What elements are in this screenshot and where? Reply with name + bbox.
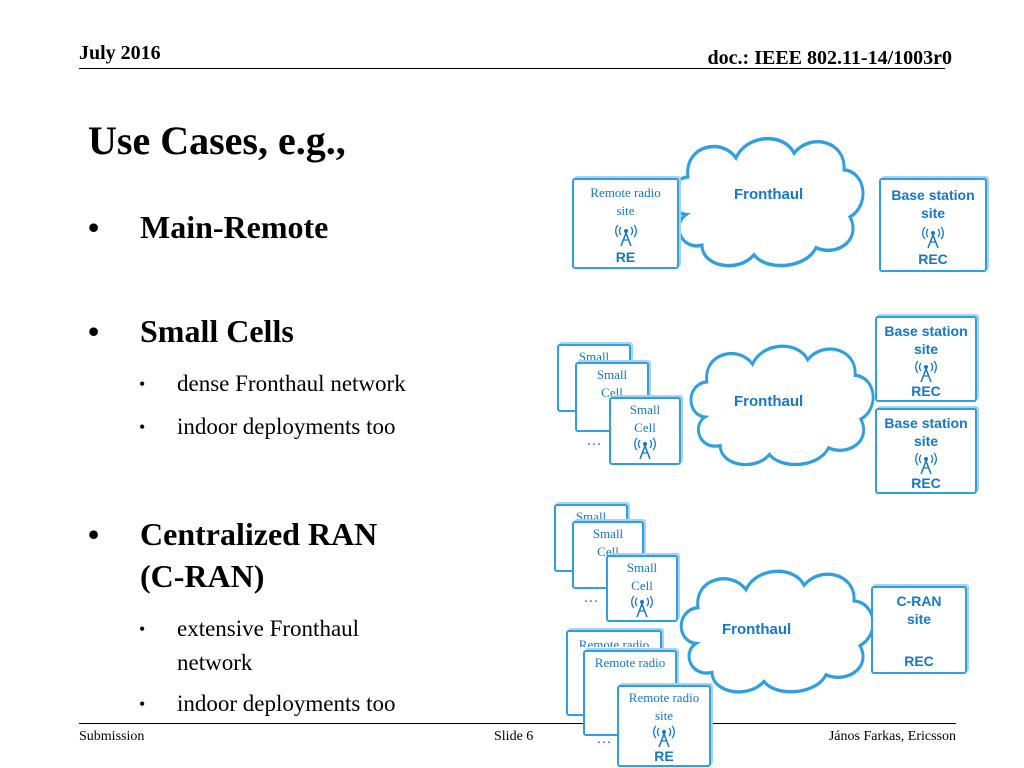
fronthaul-label: Fronthaul xyxy=(734,393,804,410)
base-station-site: Base station site REC xyxy=(875,316,977,402)
sub-bullet-indoor-2: •indoor deployments too xyxy=(139,691,396,716)
label: site xyxy=(913,433,939,449)
sub-bullet-text-a: dense F xyxy=(177,371,248,396)
header-rule xyxy=(79,68,945,69)
label: site xyxy=(906,611,932,627)
antenna-icon xyxy=(915,360,937,382)
label: C-RAN xyxy=(896,593,942,609)
base-station-site: Base station site REC xyxy=(879,178,987,272)
label: site xyxy=(913,341,939,357)
sub-bullet-indoor-1: •indoor deployments too xyxy=(139,414,396,439)
antenna-icon xyxy=(922,226,944,248)
ellipsis: … xyxy=(596,730,612,747)
base-station-site: Base station site REC xyxy=(875,408,977,494)
bullet-cran-line1: Centralized RAN xyxy=(140,516,378,552)
label: Remote radio xyxy=(628,690,700,705)
label: site xyxy=(920,205,946,221)
sub-bullet-text-cont: network xyxy=(177,650,253,675)
sub-bullet-text: indoor deployments too xyxy=(177,691,396,716)
antenna-icon xyxy=(653,725,675,747)
sub-bullet-text-b: ronthaul network xyxy=(247,371,406,396)
label: Remote radio xyxy=(590,185,661,200)
label: Small xyxy=(575,509,607,524)
footer-rule xyxy=(79,723,956,724)
fronthaul-label: Fronthaul xyxy=(722,621,792,638)
label: Small xyxy=(626,560,658,575)
label: site xyxy=(654,708,674,723)
label: Small xyxy=(578,349,610,364)
remote-radio-site-front: Remote radio site RE xyxy=(617,685,711,767)
label: Base station xyxy=(884,415,968,431)
bullet-small-cells-text: Small Cells xyxy=(140,313,294,349)
sub-bullet-text: extensive Fronthaul xyxy=(177,616,360,641)
label: Small xyxy=(596,367,628,382)
label: Base station xyxy=(884,323,968,339)
label: Remote radio xyxy=(578,637,650,647)
bullet-main-remote: •Main-Remote xyxy=(88,209,329,245)
label: Cell xyxy=(631,578,653,593)
footer-submission: Submission xyxy=(79,729,145,744)
bullet-small-cells: •Small Cells xyxy=(88,313,294,349)
bullet-main-remote-text: Main-Remote xyxy=(140,209,329,245)
sub-bullet-text: indoor deployments too xyxy=(177,414,396,439)
label: Small xyxy=(629,402,661,417)
antenna-icon xyxy=(631,595,653,617)
rec-label: REC xyxy=(918,251,948,267)
cran-site: C-RAN site REC xyxy=(871,586,967,674)
label: Small xyxy=(592,526,624,541)
label: Cell xyxy=(634,420,656,435)
header-date: July 2016 xyxy=(79,42,161,64)
label: Remote radio xyxy=(594,655,666,670)
remote-radio-site: Remote radio site RE xyxy=(572,178,679,269)
fronthaul-label: Fronthaul xyxy=(734,186,804,203)
rec-label: REC xyxy=(911,383,941,399)
re-label: RE xyxy=(615,249,636,265)
sub-bullet-extensive-fronthaul: •extensive Fronthaul network xyxy=(139,616,360,675)
re-label: RE xyxy=(654,748,674,764)
antenna-icon xyxy=(634,437,656,459)
rec-label: REC xyxy=(911,475,941,491)
rec-label: REC xyxy=(904,653,934,669)
label: Cell xyxy=(601,385,623,400)
bullet-cran: •Centralized RAN (C-RAN) xyxy=(88,516,378,594)
label: Base station xyxy=(891,187,975,203)
header-doc-id: doc.: IEEE 802.11-14/1003r0 xyxy=(707,47,952,69)
antenna-icon xyxy=(915,452,937,474)
ellipsis: … xyxy=(583,589,599,606)
small-cell-front: Small Cell xyxy=(609,397,681,465)
ellipsis: … xyxy=(586,432,602,449)
sub-bullet-dense-fronthaul: •dense Fronthaul network xyxy=(139,371,406,396)
footer-slide-number: Slide 6 xyxy=(494,729,534,744)
small-cell-front: Small Cell xyxy=(606,555,678,622)
bullet-cran-line2: (C-RAN) xyxy=(140,558,265,594)
antenna-icon xyxy=(614,224,637,246)
slide-title: Use Cases, e.g., xyxy=(88,118,346,163)
label: site xyxy=(616,203,635,218)
footer-author: János Farkas, Ericsson xyxy=(828,729,956,744)
